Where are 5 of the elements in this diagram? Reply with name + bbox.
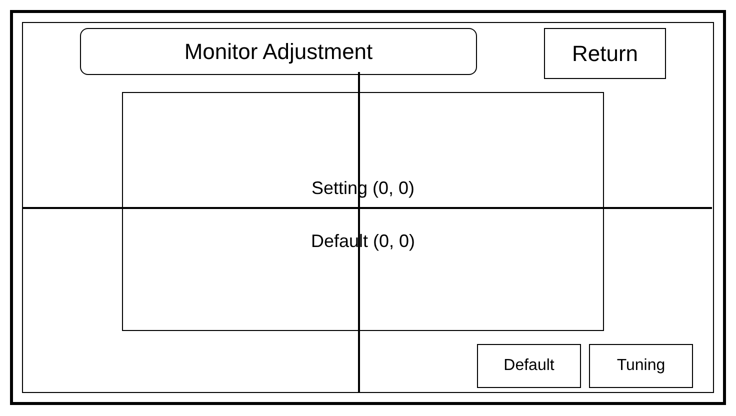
default-button: Default bbox=[477, 344, 581, 388]
return-button: Return bbox=[544, 28, 666, 79]
display-area bbox=[122, 92, 604, 331]
title-bar: Monitor Adjustment bbox=[80, 28, 477, 75]
tuning-button: Tuning bbox=[589, 344, 693, 388]
